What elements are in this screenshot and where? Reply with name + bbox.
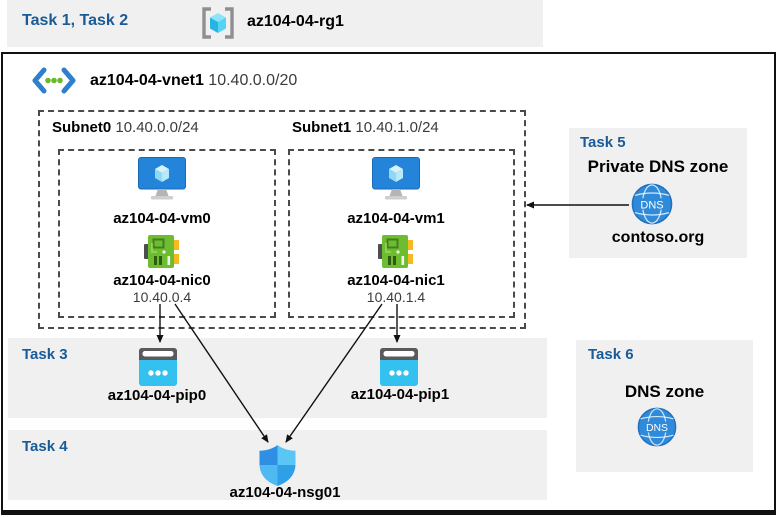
- resource-group-icon: [200, 6, 236, 40]
- subnet1-box: [288, 149, 515, 318]
- private-dns-zone-title: Private DNS zone: [587, 157, 729, 176]
- nic1-icon: [378, 233, 413, 270]
- pip1-label: az104-04-pip1: [350, 386, 450, 403]
- svg-text:DNS: DNS: [640, 199, 663, 211]
- dns-zone-icon: DNS: [637, 407, 677, 447]
- resource-group-name: az104-04-rg1: [247, 13, 344, 30]
- nic1-ip: 10.40.1.4: [366, 289, 426, 305]
- nic0-ip: 10.40.0.4: [132, 289, 192, 305]
- task1-2-panel: Task 1, Task 2 az104-04-rg1: [7, 0, 543, 47]
- task5-panel: Task 5 Private DNS zone DNS contoso.org: [569, 128, 747, 258]
- dns-icon: DNS: [631, 183, 673, 225]
- subnet1-title: Subnet1 10.40.1.0/24: [292, 119, 439, 136]
- task6-panel: Task 6 DNS zone DNS: [576, 340, 753, 472]
- pip0-icon: [139, 348, 177, 386]
- subnets-container: [38, 110, 526, 329]
- subnet0-name: Subnet0: [52, 119, 112, 136]
- vm0-label: az104-04-vm0: [113, 210, 211, 227]
- svg-text:DNS: DNS: [646, 423, 668, 434]
- pip0-label: az104-04-pip0: [107, 387, 207, 404]
- nsg-icon: [259, 445, 296, 486]
- subnet0-title: Subnet0 10.40.0.0/24: [52, 119, 199, 136]
- nsg-label: az104-04-nsg01: [229, 484, 341, 501]
- subnet0-box: [58, 149, 276, 318]
- task3-label: Task 3: [22, 346, 68, 363]
- vnet-name: az104-04-vnet1: [90, 72, 204, 89]
- nic0-label: az104-04-nic0: [113, 272, 211, 289]
- task4-label: Task 4: [22, 438, 68, 455]
- subnet1-cidr: 10.40.1.0/24: [355, 119, 439, 136]
- subnet1-name: Subnet1: [292, 119, 352, 136]
- virtual-network-icon: [31, 67, 77, 94]
- subnet0-cidr: 10.40.0.0/24: [115, 119, 199, 136]
- task5-label: Task 5: [580, 134, 626, 151]
- vm1-label: az104-04-vm1: [347, 210, 445, 227]
- vnet-title: az104-04-vnet1 10.40.0.0/20: [90, 72, 297, 90]
- nic1-label: az104-04-nic1: [347, 272, 445, 289]
- dns-zone-title: DNS zone: [624, 382, 705, 401]
- task3-panel: Task 3 az104-04-pip0 az104-04-pip1: [8, 338, 547, 418]
- task6-label: Task 6: [588, 346, 634, 363]
- vm1-icon: [372, 157, 420, 202]
- vm0-icon: [138, 157, 186, 202]
- task4-panel: Task 4 az104-04-nsg01: [8, 430, 547, 501]
- nic0-icon: [144, 233, 179, 270]
- task1-2-label: Task 1, Task 2: [22, 12, 129, 29]
- private-dns-zone-name: contoso.org: [611, 229, 705, 246]
- vnet-cidr: 10.40.0.0/20: [208, 72, 298, 89]
- pip1-icon: [380, 348, 418, 386]
